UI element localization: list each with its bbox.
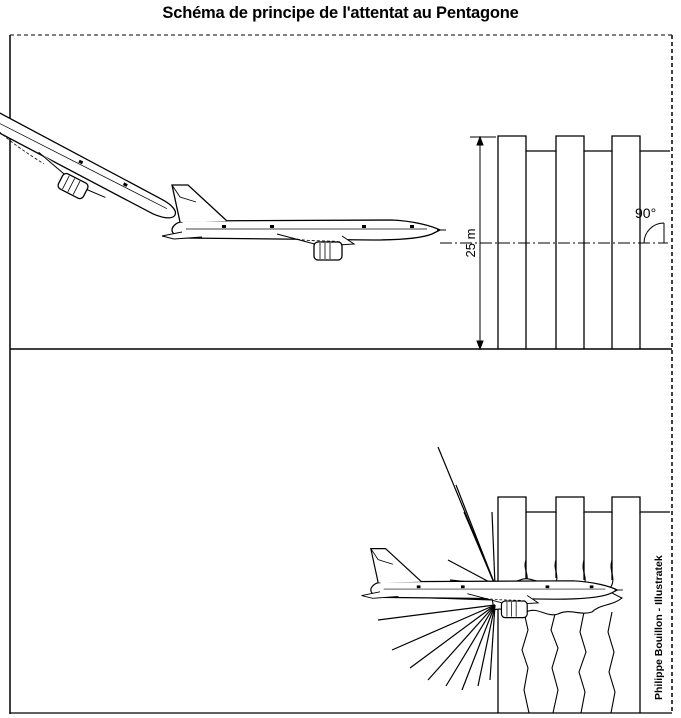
pentagon-facade-bottom [497, 496, 670, 713]
pentagon-facade-top [497, 135, 670, 349]
diagram-title: Schéma de principe de l'attentat au Pent… [162, 4, 519, 22]
debris-rays [371, 446, 496, 691]
descending-plane [0, 94, 177, 219]
angle-marker [643, 222, 665, 244]
illustration-credit: Philippe Bouillon - Illustratek [653, 555, 665, 700]
height-label: 25 m [463, 229, 478, 258]
approaching-plane [161, 184, 447, 261]
height-dimension [440, 135, 498, 351]
angle-label: 90° [635, 205, 656, 221]
